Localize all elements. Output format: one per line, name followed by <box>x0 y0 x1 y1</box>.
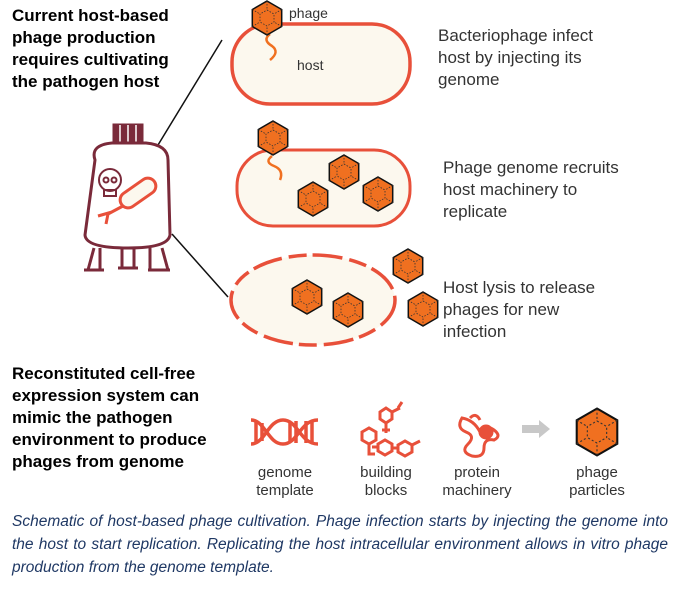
phage-icon <box>332 292 364 328</box>
component-label: building <box>360 464 412 481</box>
header-line: the pathogen host <box>12 72 160 91</box>
figure-caption: Schematic of host-based phage cultivatio… <box>12 513 668 576</box>
cellfree-line: mimic the pathogen <box>12 408 173 427</box>
component-label: phage <box>576 464 618 481</box>
step-text: genome <box>438 70 499 89</box>
host-cell <box>230 22 412 106</box>
connector-line <box>171 233 229 298</box>
component-label: particles <box>569 482 625 499</box>
skull-icon <box>98 168 122 197</box>
bacterium-icon <box>97 176 158 225</box>
step-2-replication: Phage genome recruits host machinery to … <box>235 120 619 228</box>
protein-icon <box>458 413 500 458</box>
step-text: host by injecting its <box>438 48 582 67</box>
component-label: protein <box>454 464 500 481</box>
header-line: Current host-based <box>12 6 169 25</box>
dna-icon <box>250 418 319 446</box>
step-text: Phage genome recruits <box>443 158 619 177</box>
phage-icon <box>392 248 424 284</box>
molecules-icon <box>360 401 421 458</box>
step-3-lysis: Host lysis to release phages for new inf… <box>229 248 595 347</box>
component-label: machinery <box>442 482 512 499</box>
header-text: Current host-based phage production requ… <box>12 6 169 91</box>
phage-icon <box>257 120 289 156</box>
component-labels: genome template building blocks protein … <box>256 464 625 499</box>
phage-icon <box>291 279 323 315</box>
tail-fiber <box>265 33 277 61</box>
connector-line <box>157 39 223 146</box>
cellfree-line: Reconstituted cell-free <box>12 364 195 383</box>
arrow-icon <box>522 420 550 438</box>
phage-particle-icon <box>575 407 619 457</box>
phage-icon <box>251 0 283 36</box>
phage-label: phage <box>289 5 328 21</box>
step-text: infection <box>443 322 506 341</box>
step-text: Host lysis to release <box>443 278 595 297</box>
phage-icon <box>328 154 360 190</box>
phage-icon <box>297 181 329 217</box>
tail-fiber <box>267 155 283 181</box>
phage-icon <box>362 176 394 212</box>
component-label: template <box>256 482 314 499</box>
step-text: host machinery to <box>443 180 577 199</box>
step-1-infection: phage host Bacteriophage infect host by … <box>230 0 593 106</box>
cellfree-line: phages from genome <box>12 452 184 471</box>
cellfree-line: expression system can <box>12 386 199 405</box>
step-text: phages for new <box>443 300 560 319</box>
component-label: blocks <box>365 482 408 499</box>
step-text: Bacteriophage infect <box>438 26 593 45</box>
host-label: host <box>297 57 324 73</box>
header-line: phage production <box>12 28 156 47</box>
cellfree-line: environment to produce <box>12 430 207 449</box>
header-line: requires cultivating <box>12 50 169 69</box>
cellfree-text: Reconstituted cell-free expression syste… <box>12 364 207 471</box>
component-label: genome <box>258 464 312 481</box>
phage-icon <box>407 291 439 327</box>
step-text: replicate <box>443 202 507 221</box>
